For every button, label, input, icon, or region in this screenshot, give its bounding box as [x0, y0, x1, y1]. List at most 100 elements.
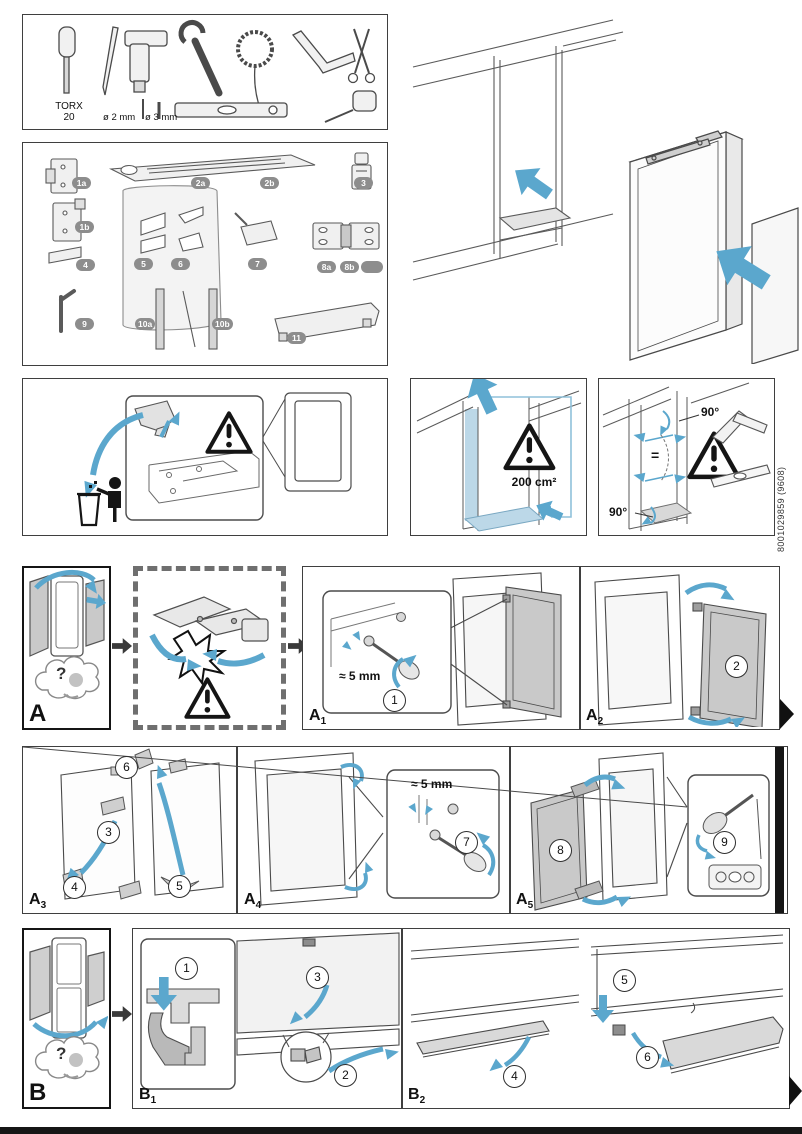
panel-label-a3: A3 [29, 890, 47, 911]
remove-arrow [159, 409, 185, 438]
panel-label-b2: B2 [408, 1085, 426, 1106]
step-2-badge: 2 [725, 655, 748, 678]
section-a-overview-panel: ? A [22, 566, 111, 730]
a1-a2-illustration [322, 572, 767, 727]
pin-detail [408, 795, 496, 877]
badge-8c-blank [361, 261, 383, 273]
step-b2-badge: 2 [334, 1064, 357, 1087]
step-5-badge: 5 [168, 875, 191, 898]
angle-bottom-label: 90° [609, 505, 628, 519]
badge-1a: 1a [72, 177, 91, 189]
badge-8a: 8a [317, 261, 336, 273]
tape-measure-icon [324, 90, 377, 123]
badge-10a: 10a [135, 318, 156, 330]
wrench-icon [178, 20, 223, 97]
part-9-allen-key [59, 289, 76, 333]
step-b1-badge: 1 [175, 957, 198, 980]
question-mark: ? [56, 1044, 67, 1063]
panel-label-a2: A2 [586, 706, 604, 727]
part-1b-bracket [52, 198, 86, 242]
page-continuation-arrow [789, 1076, 802, 1106]
panel-divider [236, 747, 238, 913]
tool-detail [695, 793, 762, 890]
badge-8b: 8b [340, 261, 359, 273]
step-b3-badge: 3 [306, 966, 329, 989]
disposal-illustration [77, 392, 352, 527]
air-channel [465, 409, 478, 521]
dispose-arrow [79, 412, 144, 500]
section-b-overview-panel: ? B [22, 928, 111, 1109]
vent-area-label: 200 cm² [511, 475, 557, 489]
person-trash-icon [77, 477, 121, 527]
part-2-rail [108, 154, 316, 182]
step-1-badge: 1 [383, 689, 406, 712]
part-1a-bracket [45, 158, 78, 194]
panel-label-a4: A4 [244, 890, 262, 911]
question-mark: ? [56, 664, 67, 683]
try-square-icon [712, 410, 768, 444]
squareness-illustration [602, 382, 771, 531]
a1-measure-label: ≈ 5 mm [339, 669, 381, 683]
door-swap-pictogram [29, 569, 108, 700]
parts-illustration [45, 152, 380, 350]
badge-4: 4 [76, 259, 95, 271]
measure-arrows [633, 410, 687, 528]
warning-icon [506, 426, 554, 468]
transport-lock-disposal-box [22, 378, 388, 536]
section-a-label: A [29, 700, 47, 727]
b1-b2-illustration [140, 932, 784, 1090]
section-index-bar [775, 747, 784, 913]
step-7-badge: 7 [455, 831, 478, 854]
hole-saw-icon [236, 30, 274, 112]
panel-label-b1: B1 [139, 1085, 157, 1106]
scissors-icon [347, 28, 376, 84]
step-6-badge: 6 [115, 756, 138, 779]
ventilation-illustration [416, 379, 582, 532]
appliance-door [284, 392, 352, 492]
supplied-parts-box: 1a 2a 2b 3 1b 4 5 6 7 8a 8b 9 10a 10b 11 [22, 142, 388, 366]
bit-2mm-label: ø 2 mm [103, 112, 136, 123]
hinge-hardware [645, 130, 723, 165]
niche-squareness-box: 90° 90° = [598, 378, 775, 536]
drill-bit-icons [142, 99, 161, 119]
panel-label-a1: A1 [309, 706, 327, 727]
niche-floor [639, 502, 693, 524]
part-8-hinge-plates [312, 222, 380, 250]
part-4-plate [48, 246, 82, 264]
part-7-plug [234, 212, 278, 246]
step-b5-badge: 5 [613, 969, 636, 992]
hinge-crush-warning-box [133, 566, 286, 730]
badge-6: 6 [171, 258, 190, 270]
part-11-plinth [274, 302, 380, 342]
steps-a1-a2-panel: ≈ 5 mm 1 2 A1 A2 [302, 566, 780, 730]
flow-arrow [112, 1006, 132, 1022]
badge-1b: 1b [75, 221, 94, 233]
question-cloud [35, 1036, 100, 1080]
a4-measure-label: ≈ 5 mm [411, 777, 453, 791]
spirit-level-icon [174, 102, 288, 118]
badge-5: 5 [134, 258, 153, 270]
step-9-badge: 9 [713, 831, 736, 854]
warning-icon [690, 434, 739, 477]
spirit-level-icon [710, 464, 771, 488]
badge-11: 11 [287, 332, 306, 344]
badge-9: 9 [75, 318, 94, 330]
section-b-label: B [29, 1079, 47, 1106]
panel-divider [509, 747, 511, 913]
ventilation-area-box: 200 cm² [410, 378, 587, 536]
plinth-pictogram [29, 937, 108, 1080]
steps-a3-a4-a5-panel: 6 3 4 5 ≈ 5 mm 7 8 9 A3 A4 A5 [22, 746, 788, 914]
crush-hazard-illustration [149, 596, 269, 719]
pencil-icon [102, 26, 119, 96]
warning-icon [184, 677, 231, 719]
fixing-pin-detail [342, 612, 421, 689]
step-4-badge: 4 [63, 876, 86, 899]
panel-divider [579, 567, 581, 729]
bit-3mm-label: ø 3 mm [145, 112, 178, 123]
crush-star [167, 629, 228, 686]
page-continuation-arrow [780, 699, 794, 729]
step-b6-badge: 6 [636, 1046, 659, 1069]
equals-label: = [651, 447, 660, 463]
try-square-icon [291, 30, 356, 74]
